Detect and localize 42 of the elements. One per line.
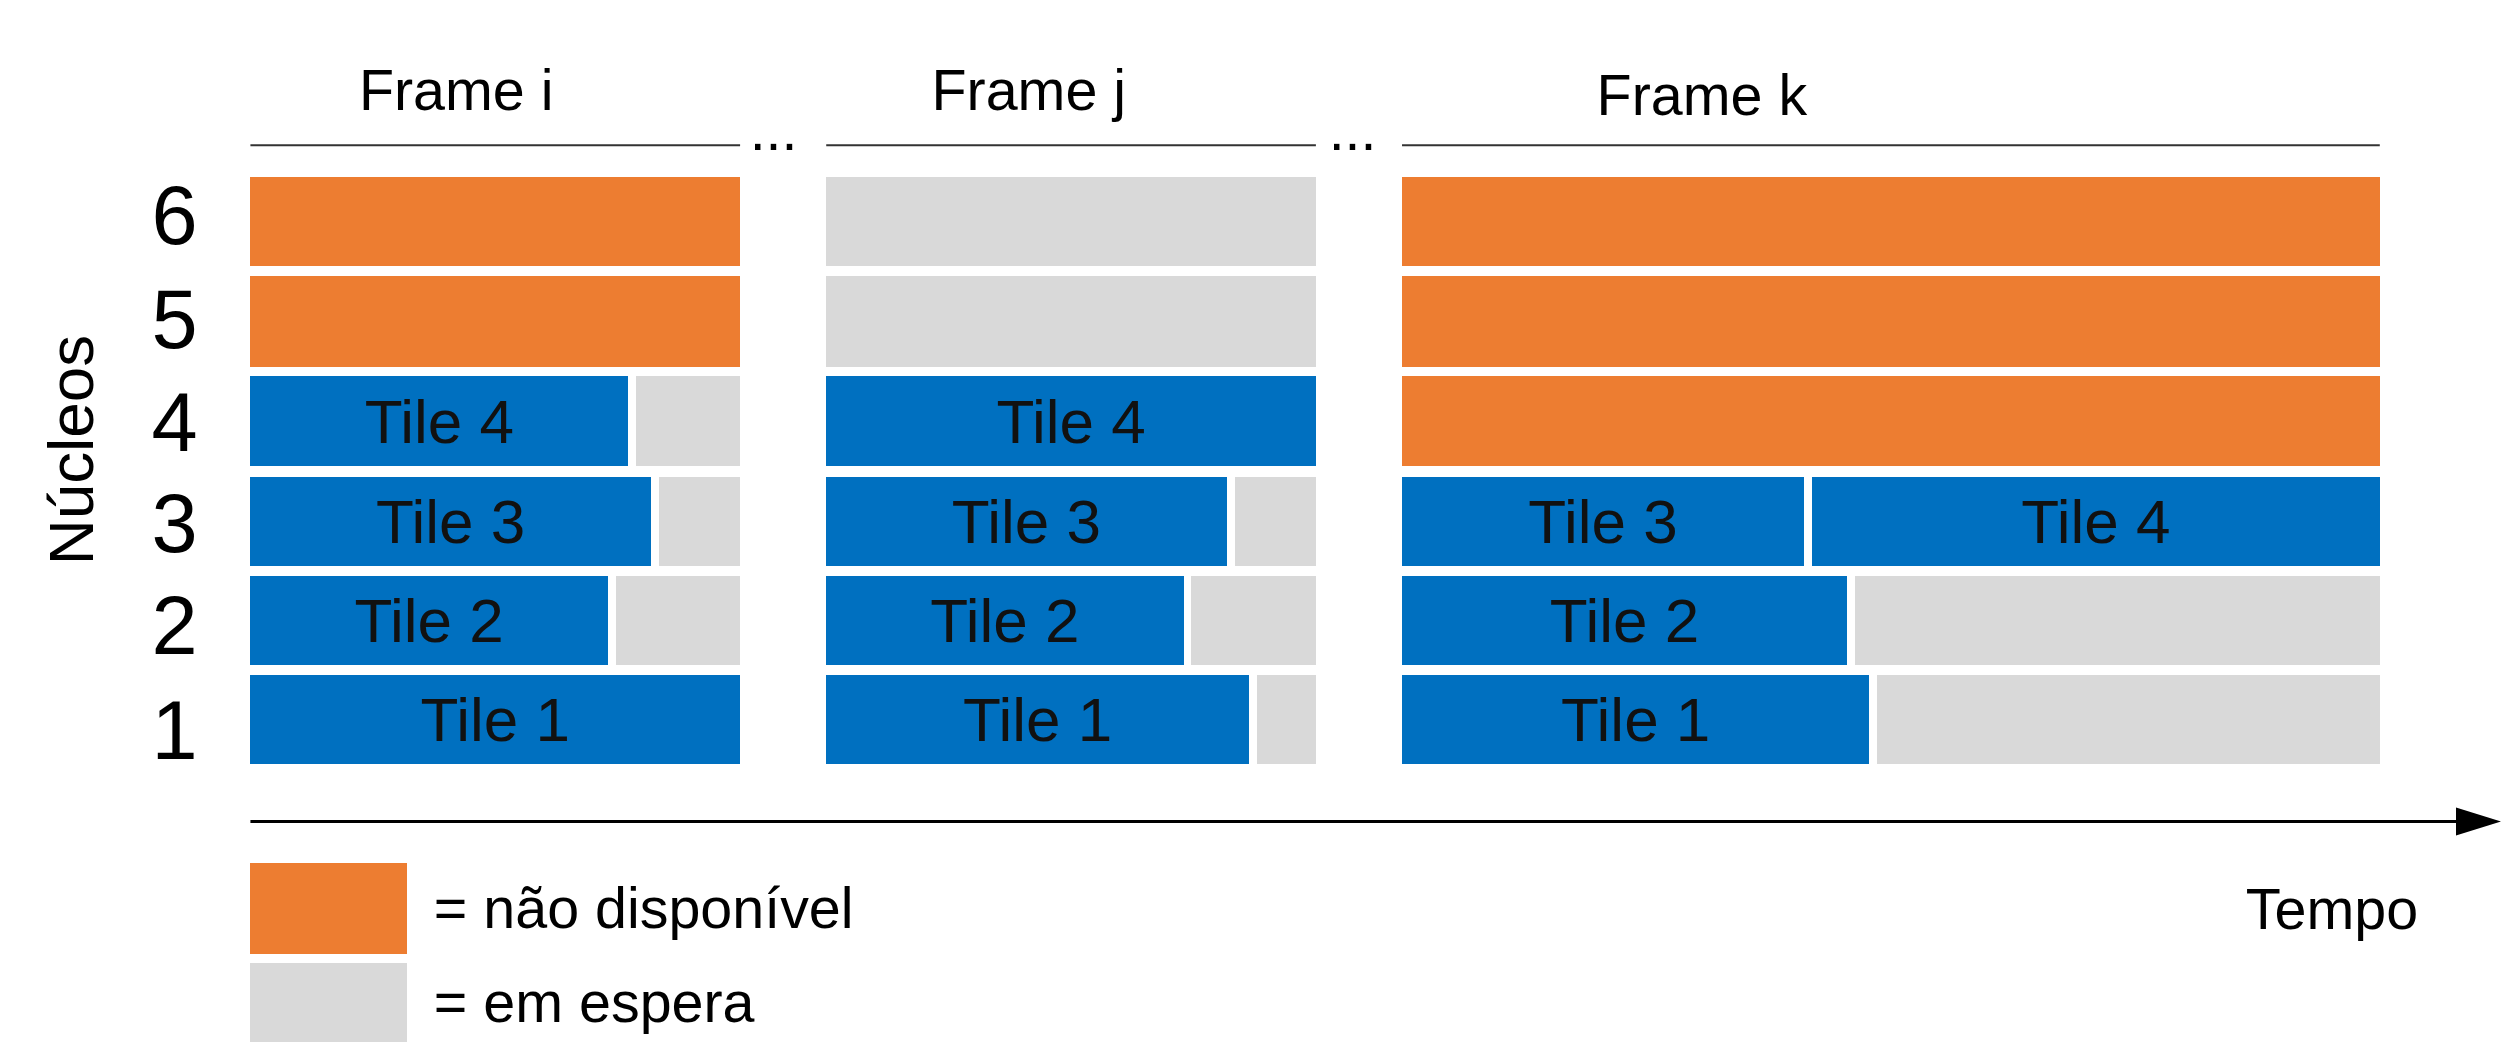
idle-bar xyxy=(636,376,741,466)
idle-bar xyxy=(826,275,1316,367)
task-bar: Tile 1 xyxy=(250,674,741,764)
idle-bar xyxy=(1191,575,1316,666)
core-number: 4 xyxy=(151,377,198,469)
core-number: 6 xyxy=(151,169,198,262)
idle-bar xyxy=(1234,476,1316,567)
idle-bar xyxy=(615,575,741,666)
task-bar: Tile 2 xyxy=(250,575,608,666)
idle-bar xyxy=(1256,674,1316,764)
core-number: 5 xyxy=(151,273,198,365)
task-bar: Tile 4 xyxy=(250,376,629,466)
task-bar: Tile 3 xyxy=(826,476,1227,567)
task-bar: Tile 1 xyxy=(1402,674,1870,764)
axis-label: Núcleos xyxy=(36,334,107,566)
ellipsis: ... xyxy=(1328,99,1377,163)
core-number: 2 xyxy=(151,579,198,671)
idle-bar xyxy=(1877,674,2380,764)
unavailable-bar xyxy=(250,177,741,267)
legend-label: = em espera xyxy=(433,970,755,1035)
core-number: 1 xyxy=(151,685,198,777)
unavailable-bar xyxy=(1402,275,2380,367)
task-bar: Tile 3 xyxy=(250,476,651,567)
axis-label: Tempo xyxy=(2245,877,2419,941)
core-number: 3 xyxy=(151,477,198,569)
task-bar: Tile 1 xyxy=(826,674,1249,764)
task-bar: Tile 2 xyxy=(826,575,1184,666)
unavailable-bar xyxy=(1402,376,2380,466)
frame-label: Frame j xyxy=(931,59,1127,123)
legend-label: = não disponível xyxy=(433,876,854,940)
task-bar: Tile 4 xyxy=(826,376,1316,466)
task-bar: Tile 4 xyxy=(1811,476,2380,567)
task-bar: Tile 2 xyxy=(1402,575,1847,666)
frame-label: Frame i xyxy=(358,59,554,123)
ellipsis: ... xyxy=(749,99,798,163)
task-bar: Tile 3 xyxy=(1402,476,1804,567)
idle-bar xyxy=(826,177,1316,267)
unavailable-bar xyxy=(250,275,741,367)
idle-bar xyxy=(1855,575,2380,666)
idle-bar xyxy=(658,476,741,567)
unavailable-bar xyxy=(1402,177,2380,267)
frame-label: Frame k xyxy=(1596,64,1808,128)
